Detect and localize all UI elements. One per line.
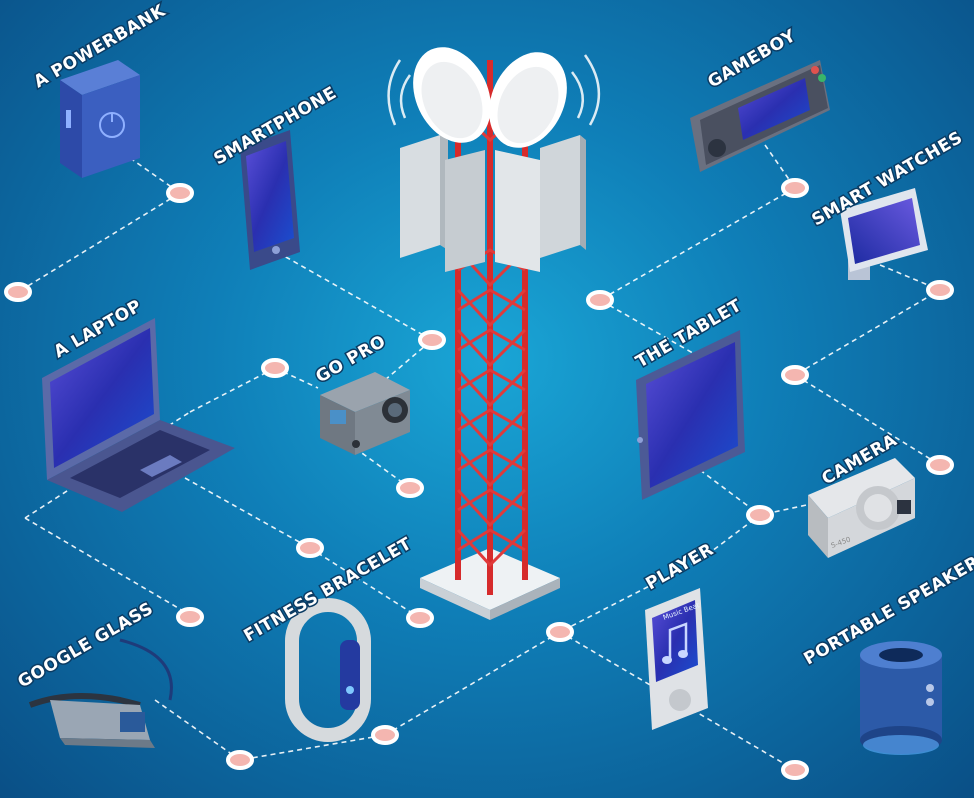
- node: [396, 478, 424, 498]
- node: [781, 760, 809, 780]
- connector-fitness-player: [384, 514, 761, 736]
- google-glass-device: [28, 638, 173, 748]
- node: [296, 538, 324, 558]
- connector-laptop: [24, 367, 311, 613]
- smart-watch-device: [840, 188, 928, 280]
- node: [4, 282, 32, 302]
- music-player-device: Music Beat: [645, 588, 708, 730]
- connector-fitness: [309, 547, 421, 619]
- node: [226, 750, 254, 770]
- powerbank-device: [60, 60, 140, 178]
- label-fitness: FITNESS BRACELET: [241, 534, 416, 647]
- node: [406, 608, 434, 628]
- gopro-device: [320, 372, 410, 455]
- node: [418, 330, 446, 350]
- node: [746, 505, 774, 525]
- node: [586, 290, 614, 310]
- camera-device: S-450: [808, 458, 915, 558]
- connector-glass: [154, 699, 386, 761]
- antenna-panels: [400, 135, 586, 272]
- node: [781, 365, 809, 385]
- node: [781, 178, 809, 198]
- label-player: PLAYER: [643, 540, 718, 595]
- connector-gopro: [274, 339, 433, 389]
- cell-tower: [387, 47, 601, 620]
- signal-waves: [387, 54, 601, 126]
- node: [166, 183, 194, 203]
- portable-speaker-device: [860, 641, 942, 755]
- connector-nodes: [4, 178, 954, 780]
- node: [371, 725, 399, 745]
- connector-watches: [793, 264, 942, 466]
- connector-lines: [17, 144, 942, 771]
- tablet-device: [636, 330, 745, 500]
- node: [176, 607, 204, 627]
- smartphone-device: [240, 130, 300, 270]
- node: [926, 280, 954, 300]
- connector-powerbank: [17, 157, 182, 293]
- satellite-dishes: [413, 47, 567, 148]
- fitness-bracelet-device: [285, 598, 371, 742]
- node: [546, 622, 574, 642]
- connector-smartphone: [269, 247, 433, 341]
- node: [926, 455, 954, 475]
- connector-gameboy: [598, 144, 797, 381]
- node: [261, 358, 289, 378]
- laptop-device: [42, 318, 235, 512]
- gameboy-device: [690, 60, 830, 172]
